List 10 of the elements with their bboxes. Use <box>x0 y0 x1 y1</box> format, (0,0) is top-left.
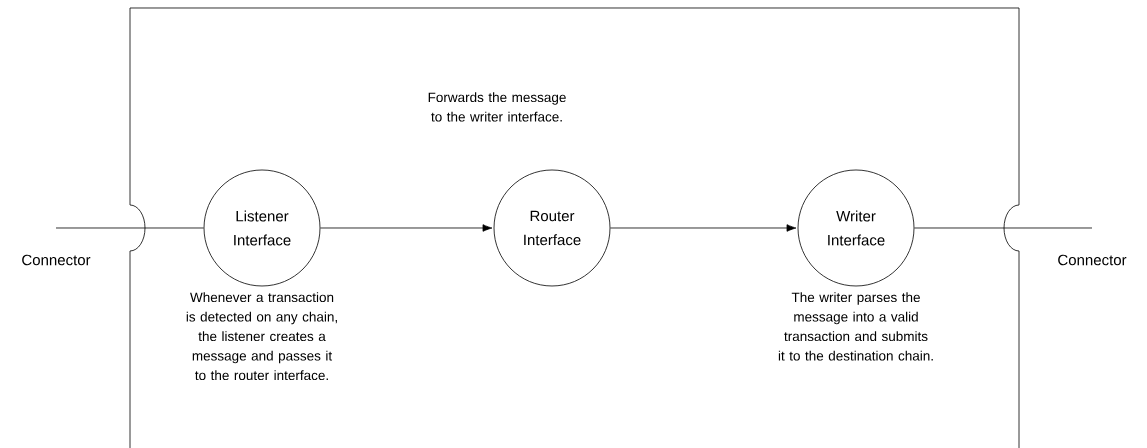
connector-line <box>55 227 204 229</box>
arrow <box>320 224 493 232</box>
connector-line <box>914 227 1093 229</box>
container-frame <box>129 7 1020 448</box>
connector-label: Connector <box>1058 254 1127 266</box>
description-text: Whenever a transaction is detected on any chain, the listener creates a message and passes it to the router interface. <box>186 292 337 381</box>
description-text: The writer parses the message into a valid transaction and submits it to the destination chain. <box>778 292 933 361</box>
arrow <box>610 224 797 232</box>
description-text: Forwards the message to the writer interface. <box>428 92 566 122</box>
connector-label: Connector <box>22 254 91 266</box>
